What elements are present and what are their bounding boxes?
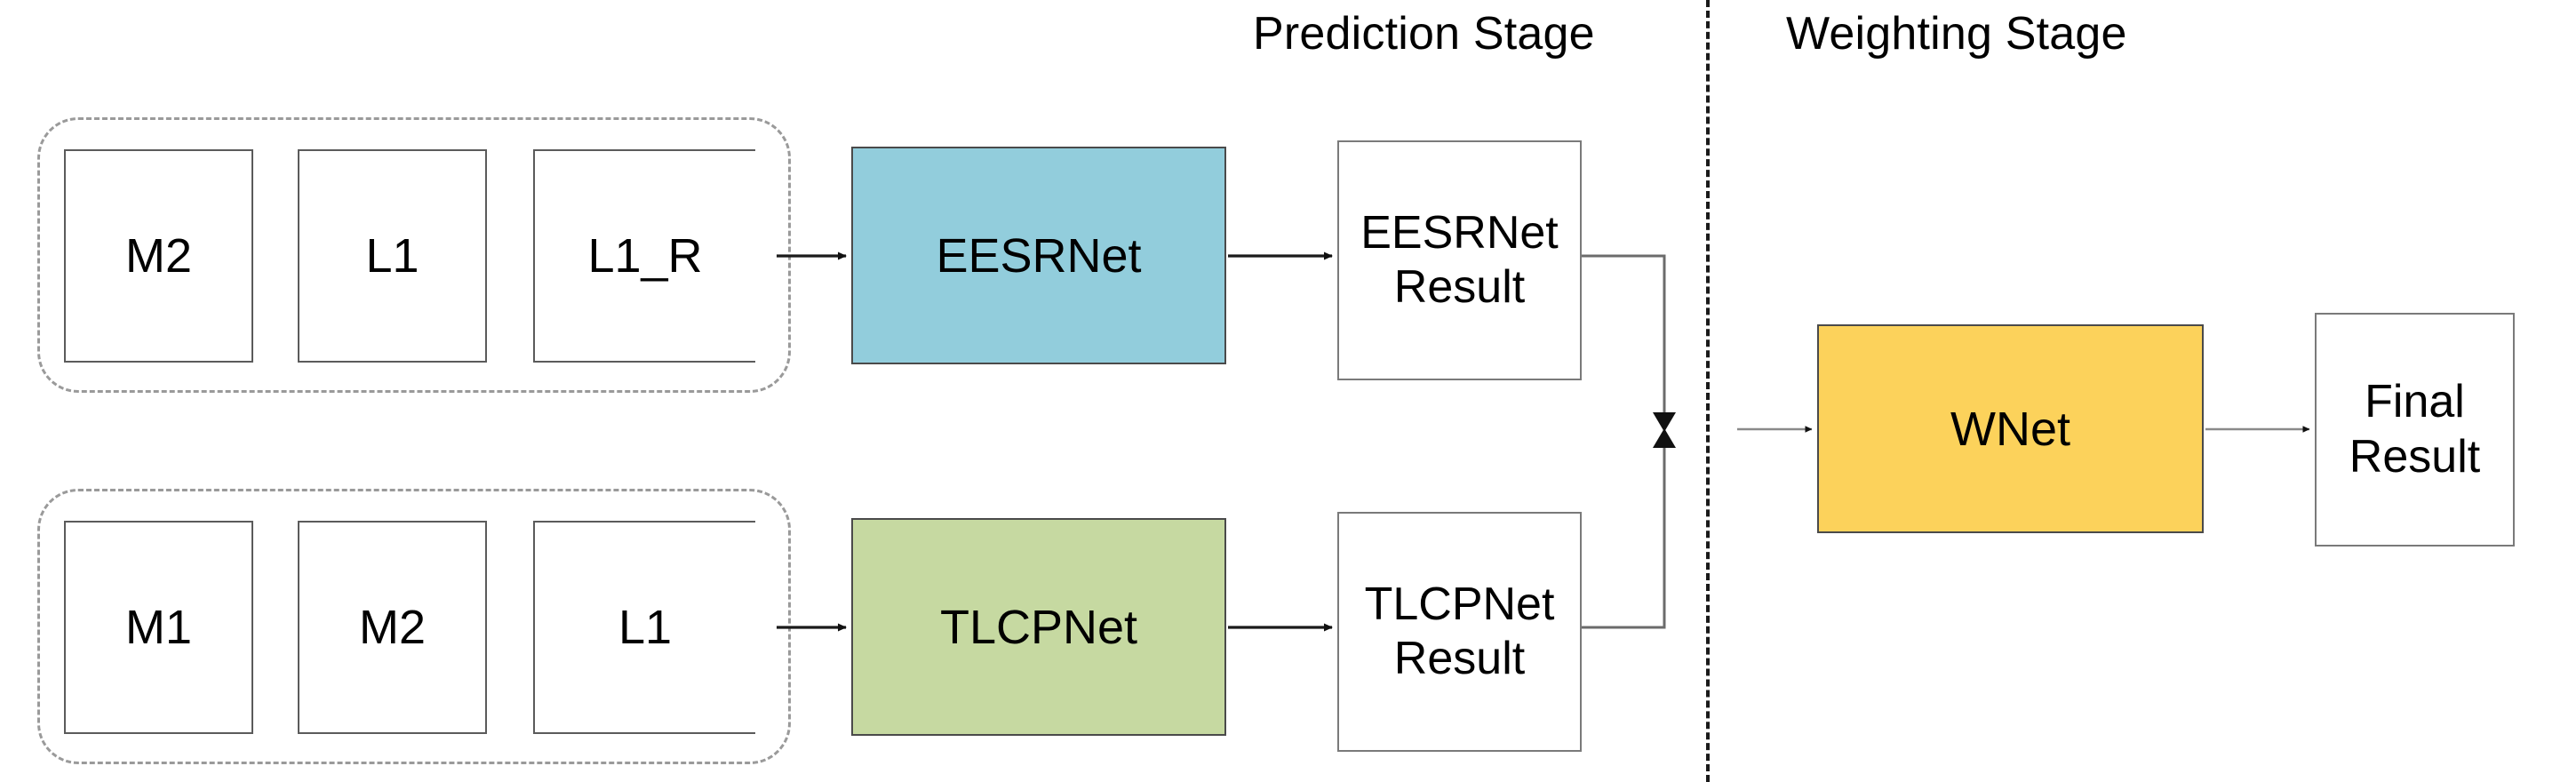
- input-box-m2-bottom: M2: [298, 521, 487, 734]
- input-box-l1r-top: L1_R: [533, 149, 755, 363]
- result-box-eesrnet: EESRNet Result: [1337, 140, 1582, 380]
- input-box-l1-bottom: L1: [533, 521, 755, 734]
- net-box-label: EESRNet: [936, 228, 1142, 283]
- result-box-tlcpnet: TLCPNet Result: [1337, 512, 1582, 752]
- result-line-2: Result: [2349, 430, 2481, 483]
- net-box-tlcpnet: TLCPNet: [851, 518, 1226, 736]
- net-box-label: TLCPNet: [939, 600, 1138, 654]
- merge-wire-from-eesrnet: [1582, 254, 1666, 419]
- result-box-final: Final Result: [2315, 313, 2515, 547]
- stage-divider-line: [1706, 0, 1710, 782]
- stage-title-prediction: Prediction Stage: [1253, 8, 1595, 60]
- input-box-label: M2: [358, 600, 426, 654]
- result-line-2: Result: [1393, 633, 1526, 684]
- input-box-label: M2: [124, 228, 192, 283]
- input-box-label: L1_R: [587, 228, 703, 283]
- result-line-1: Final: [2365, 376, 2465, 428]
- input-box-m2-top: M2: [64, 149, 253, 363]
- merge-arrowhead-up: [1653, 428, 1676, 448]
- net-box-eesrnet: EESRNet: [851, 147, 1226, 364]
- result-line-1: EESRNet: [1360, 206, 1559, 259]
- input-box-l1-top: L1: [298, 149, 487, 363]
- merge-wire-from-tlcpnet: [1582, 441, 1666, 629]
- net-box-label: WNet: [1950, 402, 2070, 456]
- input-box-label: M1: [124, 600, 192, 654]
- input-box-label: L1: [618, 600, 673, 654]
- input-box-m1-bottom: M1: [64, 521, 253, 734]
- result-line-1: TLCPNet: [1364, 578, 1555, 630]
- input-box-label: L1: [365, 228, 419, 283]
- result-line-2: Result: [1393, 261, 1526, 313]
- merge-arrowhead-down: [1653, 412, 1676, 432]
- net-box-wnet: WNet: [1817, 324, 2204, 533]
- stage-title-weighting: Weighting Stage: [1786, 8, 2127, 60]
